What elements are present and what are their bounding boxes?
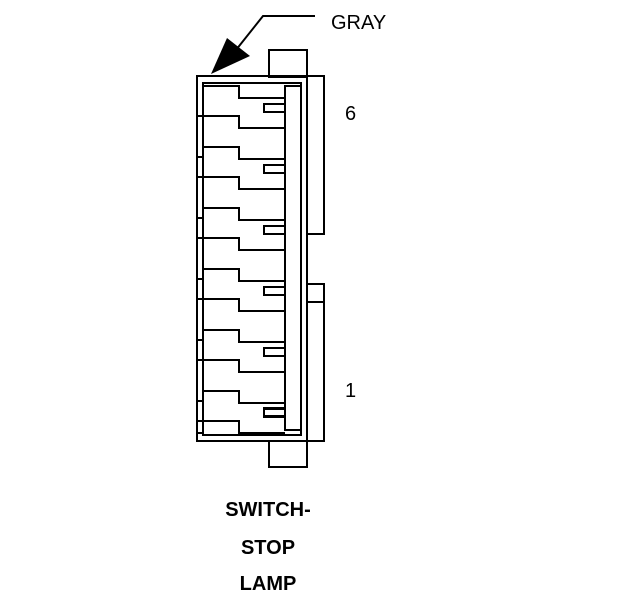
caption-line-2: STOP (241, 537, 295, 559)
cavity-slot-bottom (203, 298, 285, 312)
cavity-contact-window (263, 347, 286, 357)
wire-color-label: GRAY (331, 12, 386, 34)
cavity-latch (196, 420, 203, 434)
cavity-latch (196, 359, 203, 402)
caption-line-3: LAMP (240, 573, 297, 595)
pin-label-top: 6 (345, 103, 356, 125)
cavity-contact-window (263, 103, 286, 113)
cavity-slot-bottom (203, 115, 285, 129)
cavity-contact-window (263, 225, 286, 235)
cavity-slot-top (203, 390, 285, 404)
cavity-contact-window (263, 407, 286, 417)
connector-body (196, 49, 325, 468)
cavity-latch (196, 237, 203, 280)
cavity-slot-top (203, 329, 285, 343)
terminal-cavities (196, 85, 286, 434)
cavity-contact-window (263, 286, 286, 296)
cavity-slot-bottom (203, 359, 285, 373)
cavity-slot-bottom (203, 237, 285, 251)
pin-label-bottom: 1 (345, 380, 356, 402)
cavity-latch (196, 176, 203, 219)
cavity-slot-bottom (203, 176, 285, 190)
cavity-slot-end (203, 420, 240, 433)
cavity-slot-top (203, 268, 285, 282)
cavity-latch (196, 115, 203, 158)
caption-line-1: SWITCH- (225, 499, 311, 521)
leader-arrowhead (211, 38, 250, 74)
cavity-contact-window (263, 164, 286, 174)
cavity-latch (196, 298, 203, 341)
cavity-slot-bottom (203, 420, 285, 434)
wire-color-leader (227, 15, 315, 61)
cavity-slot-top (203, 85, 285, 99)
cavity-slot-top (203, 146, 285, 160)
cavity-slot-top (203, 207, 285, 221)
